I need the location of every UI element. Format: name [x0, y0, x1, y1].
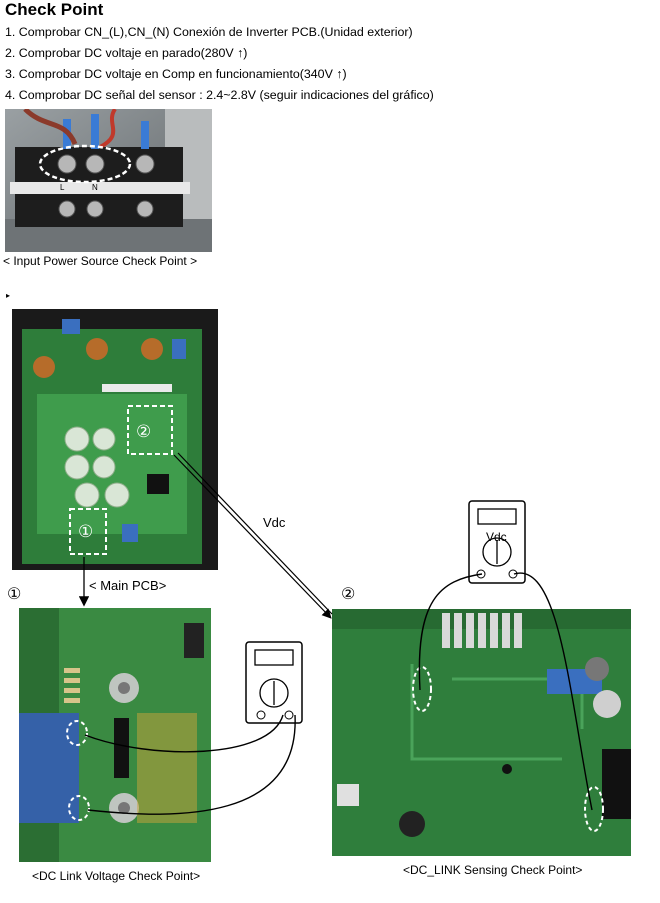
bullet-icon: ▸ [6, 291, 11, 300]
meter-vdc-label: Vdc [486, 530, 507, 544]
dc-link-sensing-photo [332, 609, 631, 856]
multimeter-left [245, 641, 303, 724]
lead-right-b [513, 572, 593, 811]
dc-link-sensing-caption: <DC_LINK Sensing Check Point> [403, 863, 583, 877]
step-item: 2. Comprobar DC voltaje en parado(280V ↑… [5, 46, 248, 60]
step-item: 1. Comprobar CN_(L),CN_(N) Conexión de I… [5, 25, 413, 39]
terminal-label-l: L [60, 183, 65, 192]
page-title: Check Point [5, 0, 104, 19]
step-item: 4. Comprobar DC señal del sensor : 2.4~2… [5, 88, 434, 102]
terminal-label-n: N [92, 183, 98, 192]
dc-link-voltage-caption: <DC Link Voltage Check Point> [32, 869, 201, 883]
marker-1-on-pcb: ① [78, 522, 94, 541]
pcb-to-sensing-arrow-a [177, 452, 333, 615]
dc-link-voltage-photo [19, 608, 211, 862]
section-marker-1: ① [7, 586, 22, 603]
lead-right-a [418, 573, 483, 691]
input-caption: < Input Power Source Check Point > [3, 254, 198, 268]
marker-2-on-pcb: ② [136, 422, 152, 441]
main-pcb-caption: < Main PCB> [89, 578, 167, 593]
pcb-to-sensing-arrow-b [173, 454, 332, 619]
section-marker-2: ② [341, 586, 356, 603]
vdc-label: Vdc [263, 515, 286, 530]
lead-left-top [84, 714, 284, 753]
terminal-block-photo: L N [5, 109, 212, 252]
check-steps-list: 1. Comprobar CN_(L),CN_(N) Conexión de I… [5, 22, 434, 106]
lead-left-bottom [87, 714, 296, 815]
step-item: 3. Comprobar DC voltaje en Comp en funci… [5, 67, 347, 81]
main-pcb-photo: ② ① [12, 309, 218, 570]
